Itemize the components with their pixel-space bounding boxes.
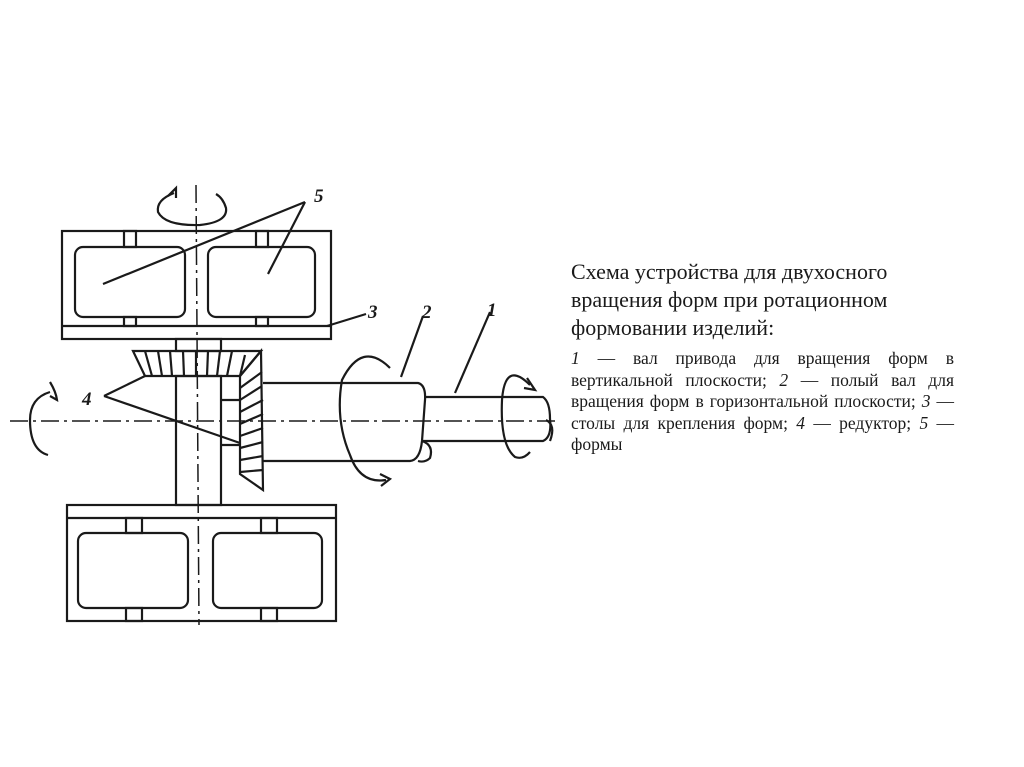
drive-shaft: [423, 395, 552, 443]
rotation-arrow-icon: [338, 355, 393, 487]
rotation-arrow-icon: [500, 374, 538, 459]
label-4: 4: [81, 389, 92, 410]
mold-bottom-right: [211, 531, 324, 610]
caption-title: Схема устройства для двухосного вращения…: [571, 259, 888, 340]
bottom-table: [65, 503, 338, 623]
label-5: 5: [314, 186, 324, 207]
figure-caption: Схема устройства для двухосного вращения…: [571, 258, 1016, 456]
rotational-molding-diagram: 5 3 2 1 4: [10, 184, 560, 626]
rotation-arrow-icon: [156, 185, 228, 227]
mold-top-right: [206, 245, 317, 319]
label-1: 1: [487, 300, 497, 321]
rotation-arrow-icon: [28, 381, 59, 457]
vertical-axis: [195, 184, 200, 626]
mold-bottom-left: [76, 531, 190, 610]
caption-legend: 1 — вал привода для вращения форм в верт…: [571, 348, 955, 455]
vertical-shaft: [174, 374, 223, 507]
hollow-shaft: [263, 381, 427, 463]
label-2: 2: [421, 302, 432, 323]
bevel-gear-reducer: [131, 348, 265, 493]
label-3: 3: [367, 302, 378, 323]
